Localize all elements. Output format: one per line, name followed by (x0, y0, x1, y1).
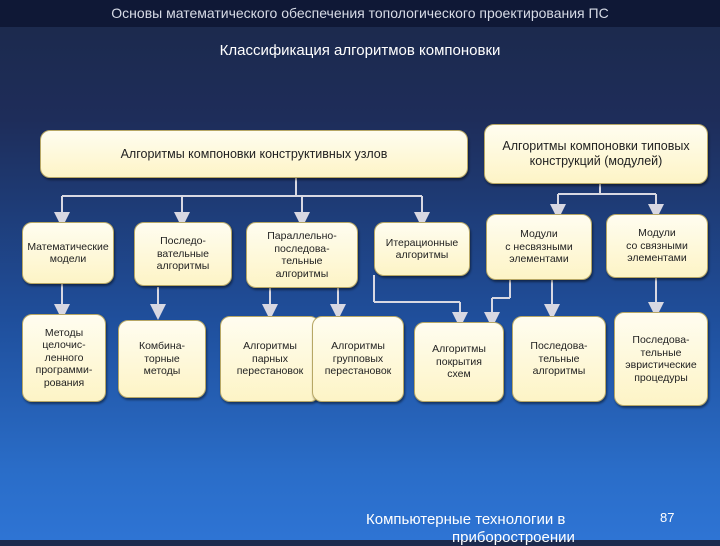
connected-modules-box: Модули со связными элементами (606, 214, 708, 278)
integer-programming-box: Методы целочис- ленного программи- рован… (22, 314, 106, 402)
sequential-algorithms-box: Последо- вательные алгоритмы (134, 222, 232, 286)
parallel-sequential-box: Параллельно- последова- тельные алгоритм… (246, 222, 358, 288)
iterative-algorithms-box: Итерационные алгоритмы (374, 222, 470, 276)
heuristic-procedures-box: Последова- тельные эвристические процеду… (614, 312, 708, 406)
circuit-covering-box: Алгоритмы покрытия схем (414, 322, 504, 402)
typical-structures-box: Алгоритмы компоновки типовых конструкций… (484, 124, 708, 184)
page-number: 87 (660, 510, 675, 525)
sequential-module-algorithms-box: Последова- тельные алгоритмы (512, 316, 606, 402)
math-models-box: Математические модели (22, 222, 114, 284)
footer-course-title-line2: приборостроении (452, 529, 575, 546)
pair-permutations-box: Алгоритмы парных перестановок (220, 316, 320, 402)
footer-course-title: Компьютерные технологии в (366, 511, 566, 528)
constructive-units-box: Алгоритмы компоновки конструктивных узло… (40, 130, 468, 178)
group-permutations-box: Алгоритмы групповых перестановок (312, 316, 404, 402)
combinatorial-methods-box: Комбина- торные методы (118, 320, 206, 398)
slide-title: Классификация алгоритмов компоновки (219, 42, 501, 59)
unconnected-modules-box: Модули с несвязными элементами (486, 214, 592, 280)
slide-header: Основы математического обеспечения топол… (0, 0, 720, 27)
